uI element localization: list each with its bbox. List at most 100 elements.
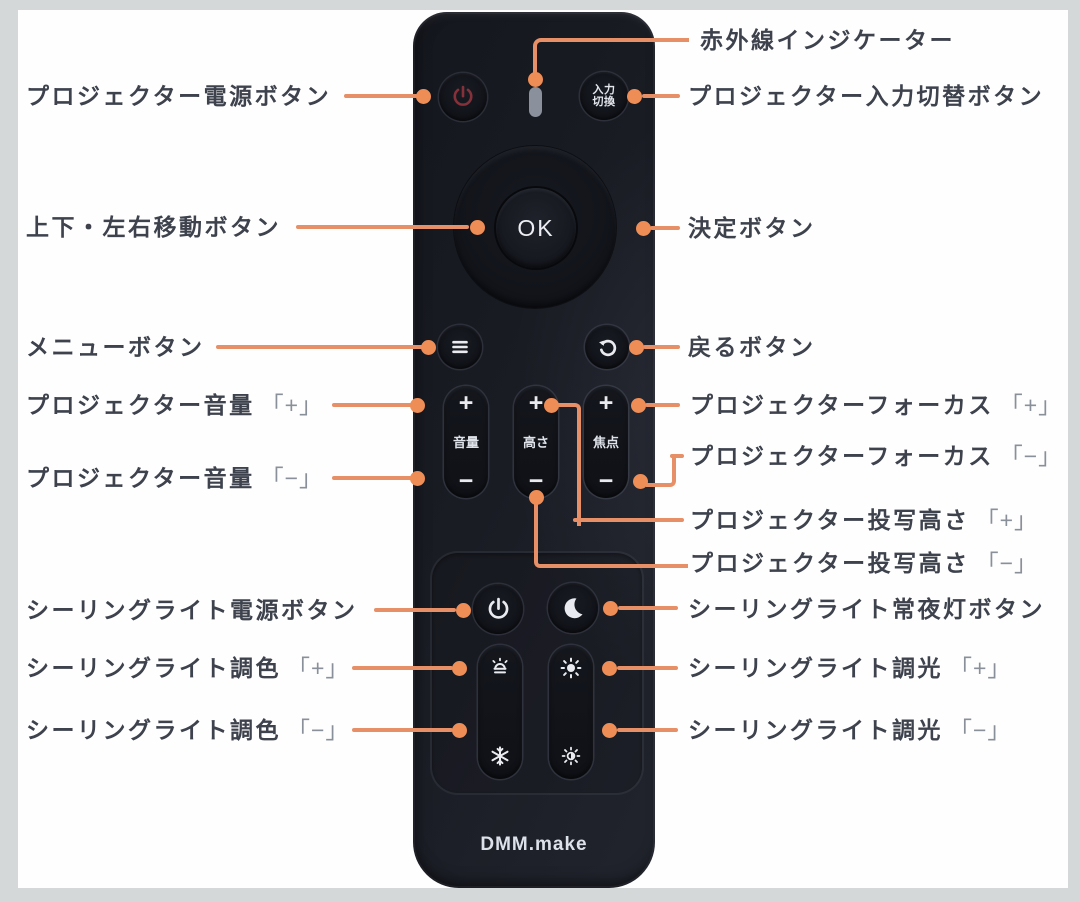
annotation-text: 赤外線インジケーター	[700, 27, 955, 53]
leader-dot	[603, 601, 618, 616]
back-button[interactable]	[585, 325, 629, 369]
menu-button[interactable]	[438, 325, 482, 369]
leader-line	[618, 606, 678, 610]
leader-line	[296, 225, 469, 229]
sun-dim-icon[interactable]	[559, 744, 583, 768]
annotation-focus-plus: プロジェクターフォーカス「+」	[690, 390, 1062, 420]
leader-dot	[529, 490, 544, 505]
leader-line	[617, 666, 678, 670]
crescent-moon-icon	[560, 595, 586, 621]
leader-dot	[629, 340, 644, 355]
ok-button[interactable]: OK	[496, 188, 576, 268]
annotation-tint-minus: シーリングライト調色「−」	[26, 715, 349, 745]
tint-rocker[interactable]	[478, 645, 522, 779]
annotation-dim-minus: シーリングライト調光「−」	[688, 715, 1011, 745]
annotation-suffix: 「−」	[949, 717, 1012, 743]
sun-bright-icon[interactable]	[559, 656, 583, 680]
projector-power-button[interactable]	[439, 73, 487, 121]
leader-dot	[416, 89, 431, 104]
annotation-text: プロジェクター音量	[26, 465, 255, 491]
snowflake-icon[interactable]	[488, 744, 512, 768]
rotate-ccw-icon	[595, 335, 620, 360]
leader-line	[617, 728, 678, 732]
leader-line	[332, 476, 412, 480]
power-icon	[485, 596, 512, 623]
leader-dot	[452, 723, 467, 738]
leader-dot	[456, 603, 471, 618]
annotation-text: プロジェクターフォーカス	[690, 443, 994, 469]
focus-rocker[interactable]: + 焦点 −	[584, 386, 628, 498]
leader-elbow	[533, 38, 689, 80]
input-button-line2: 切換	[592, 96, 616, 108]
annotation-text: シーリングライト調光	[688, 717, 943, 743]
leader-dot	[528, 72, 543, 87]
leader-dot	[421, 340, 436, 355]
height-minus-button[interactable]: −	[528, 467, 544, 495]
leader-line	[352, 666, 453, 670]
warm-lamp-icon[interactable]	[488, 656, 512, 680]
focus-plus-button[interactable]: +	[598, 389, 614, 417]
leader-line	[645, 403, 680, 407]
leader-dot	[633, 474, 648, 489]
annotation-text: シーリングライト電源ボタン	[26, 597, 358, 623]
annotation-suffix: 「−」	[999, 443, 1063, 469]
annotation-text: シーリングライト常夜灯ボタン	[688, 596, 1045, 622]
leader-dot	[470, 220, 485, 235]
ir-indicator-light	[529, 87, 542, 117]
annotation-text: 上下・左右移動ボタン	[26, 214, 281, 240]
focus-minus-button[interactable]: −	[598, 467, 614, 495]
annotation-suffix: 「−」	[975, 550, 1039, 576]
annotation-text: プロジェクター投写高さ	[690, 507, 970, 533]
annotation-ok: 決定ボタン	[688, 213, 822, 243]
focus-rocker-label: 焦点	[592, 434, 619, 450]
leader-line	[642, 94, 680, 98]
leader-dot	[410, 471, 425, 486]
annotation-input-switch: プロジェクター入力切替ボタン	[688, 81, 1050, 111]
leader-dot	[636, 221, 651, 236]
leader-dot	[544, 398, 559, 413]
volume-minus-button[interactable]: −	[458, 467, 474, 495]
leader-line	[216, 345, 423, 349]
annotation-suffix: 「+」	[999, 392, 1063, 418]
annotation-text: シーリングライト調色	[26, 655, 281, 681]
annotation-suffix: 「+」	[260, 392, 324, 418]
volume-plus-button[interactable]: +	[458, 389, 474, 417]
annotation-focus-minus: プロジェクターフォーカス「−」	[690, 441, 1062, 471]
input-switch-button[interactable]: 入力 切換	[580, 72, 628, 120]
power-icon	[450, 84, 476, 110]
leader-line	[643, 345, 680, 349]
annotation-suffix: 「+」	[949, 655, 1012, 681]
leader-line	[352, 728, 453, 732]
annotation-back: 戻るボタン	[688, 332, 822, 362]
brand-logo: DMM.make	[480, 834, 588, 855]
dim-rocker[interactable]	[549, 645, 593, 779]
night-light-button[interactable]	[548, 583, 598, 633]
annotation-ceiling-power: シーリングライト電源ボタン	[26, 595, 364, 625]
annotation-volume-plus: プロジェクター音量「+」	[26, 390, 323, 420]
annotation-dpad: 上下・左右移動ボタン	[26, 212, 287, 242]
height-plus-button[interactable]: +	[528, 389, 544, 417]
leader-dot	[602, 661, 617, 676]
leader-line	[650, 226, 680, 230]
annotation-volume-minus: プロジェクター音量「−」	[26, 463, 323, 493]
annotation-text: 決定ボタン	[688, 215, 816, 241]
annotation-text: プロジェクターフォーカス	[690, 392, 994, 418]
annotation-text: プロジェクター投写高さ	[690, 550, 970, 576]
input-button-line1: 入力	[592, 84, 616, 96]
annotation-text: プロジェクター音量	[26, 392, 255, 418]
annotation-tint-plus: シーリングライト調色「+」	[26, 653, 349, 683]
ceiling-light-power-button[interactable]	[473, 584, 523, 634]
leader-dot	[410, 398, 425, 413]
leader-dot	[631, 398, 646, 413]
annotation-suffix: 「−」	[260, 465, 324, 491]
annotation-ir-indicator: 赤外線インジケーター	[700, 25, 961, 55]
annotation-text: プロジェクター電源ボタン	[26, 83, 332, 109]
leader-dot	[452, 661, 467, 676]
leader-line	[344, 94, 418, 98]
annotation-text: メニューボタン	[26, 334, 205, 360]
volume-rocker[interactable]: + 音量 −	[444, 386, 488, 498]
annotation-suffix: 「+」	[287, 655, 350, 681]
volume-rocker-label: 音量	[452, 434, 479, 450]
leader-line	[374, 608, 456, 612]
